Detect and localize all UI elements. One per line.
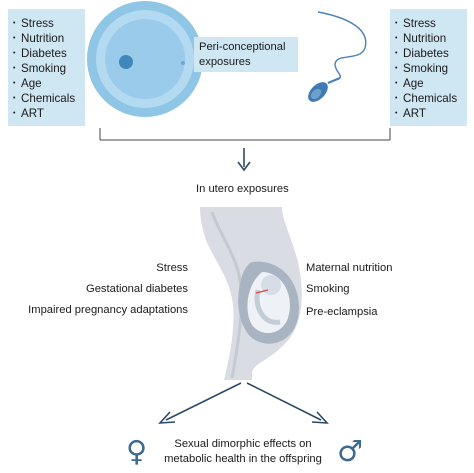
list-item: Nutrition [12, 31, 75, 46]
outcome-line2: metabolic health in the offspring [164, 453, 322, 465]
in-utero-label: In utero exposures [196, 183, 289, 195]
list-item: Stress [394, 16, 457, 31]
list-item: Chemicals [394, 91, 457, 106]
right-exposures-list: Stress Nutrition Diabetes Smoking Age Ch… [394, 16, 457, 121]
female-symbol-icon: ♀ [126, 434, 148, 468]
sperm-cell-icon [308, 11, 367, 102]
left-exposures-panel: Stress Nutrition Diabetes Smoking Age Ch… [8, 9, 85, 126]
list-item: Diabetes [394, 46, 457, 61]
list-item: Chemicals [12, 91, 75, 106]
list-item: ART [12, 106, 75, 121]
outcome-text: Sexual dimorphic effects on metabolic he… [150, 437, 336, 467]
bracket-connector [99, 128, 391, 141]
diverging-arrows [158, 382, 329, 424]
left-factor-gestational-diabetes: Gestational diabetes [86, 283, 188, 295]
list-item: Smoking [12, 61, 75, 76]
outcome-line1: Sexual dimorphic effects on [174, 438, 312, 450]
peri-conceptional-line1: Peri-conceptional [199, 41, 286, 53]
peri-conceptional-line2: exposures [199, 56, 251, 68]
peri-conceptional-box: Peri-conceptional exposures [194, 37, 298, 72]
down-arrow-icon [237, 148, 251, 172]
list-item: Stress [12, 16, 75, 31]
egg-cell-icon [87, 1, 203, 117]
male-symbol-icon: ♂ [337, 434, 363, 468]
left-factor-stress: Stress [156, 262, 188, 274]
right-factor-maternal-nutrition: Maternal nutrition [306, 262, 393, 274]
left-exposures-list: Stress Nutrition Diabetes Smoking Age Ch… [12, 16, 75, 121]
list-item: Diabetes [12, 46, 75, 61]
list-item: ART [394, 106, 457, 121]
pregnant-body-illustration [200, 207, 302, 380]
right-factor-smoking: Smoking [306, 283, 350, 295]
right-factor-pre-eclampsia: Pre-eclampsia [306, 306, 378, 318]
right-exposures-panel: Stress Nutrition Diabetes Smoking Age Ch… [390, 9, 467, 126]
list-item: Smoking [394, 61, 457, 76]
list-item: Age [394, 76, 457, 91]
list-item: Age [12, 76, 75, 91]
list-item: Nutrition [394, 31, 457, 46]
left-factor-impaired-pregnancy: Impaired pregnancy adaptations [28, 304, 188, 316]
